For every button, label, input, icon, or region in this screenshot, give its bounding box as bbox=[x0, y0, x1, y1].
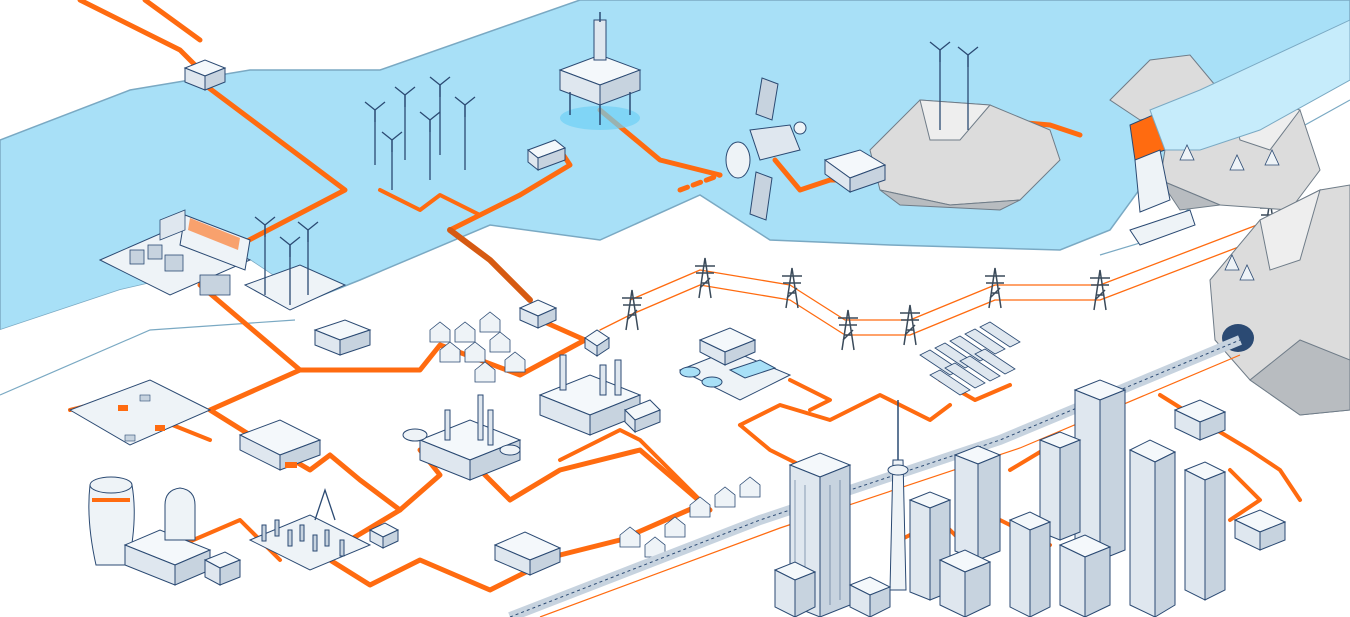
factory-right bbox=[1233, 509, 1287, 551]
coastal-substation bbox=[183, 59, 227, 91]
coastal-wind-farm bbox=[243, 216, 347, 311]
offshore-oil-platform bbox=[558, 12, 642, 130]
parking-lot bbox=[68, 379, 212, 446]
houses-cluster bbox=[429, 311, 761, 558]
house-right bbox=[1173, 399, 1227, 441]
tunnel-mountain bbox=[1209, 184, 1350, 416]
skyscraper-tall bbox=[1073, 379, 1127, 561]
hydro-dam-mountain bbox=[1109, 19, 1350, 246]
power-plant bbox=[538, 354, 661, 436]
offshore-wind-farm bbox=[364, 76, 476, 190]
shore-building bbox=[313, 319, 372, 356]
trees bbox=[1179, 144, 1280, 281]
island-wind-station bbox=[823, 41, 1061, 211]
fuel-station bbox=[238, 419, 322, 471]
station-building bbox=[518, 299, 558, 329]
fuel-station-2 bbox=[493, 531, 562, 576]
communications-satellite bbox=[725, 77, 807, 221]
offshore-substation bbox=[526, 139, 567, 172]
electrical-substation bbox=[248, 487, 400, 571]
solar-panel-array bbox=[919, 321, 1021, 396]
cargo-ship-port bbox=[98, 209, 252, 296]
shed-building bbox=[584, 329, 610, 357]
water-treatment-plant bbox=[678, 327, 792, 401]
refinery bbox=[402, 394, 522, 481]
overhead-wires bbox=[599, 219, 1271, 336]
nuclear-plant bbox=[88, 476, 242, 586]
tv-tower bbox=[887, 400, 909, 591]
city-skyline bbox=[773, 379, 1287, 617]
small-buildings bbox=[183, 59, 610, 357]
